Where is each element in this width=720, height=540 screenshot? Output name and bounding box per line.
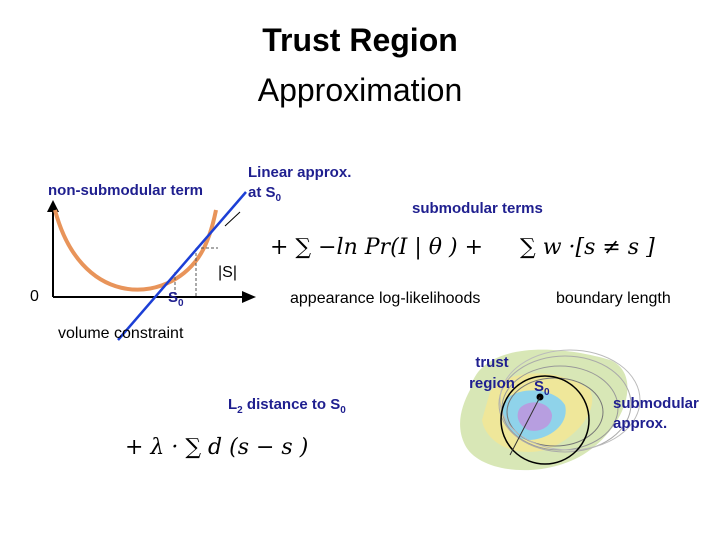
- slide-subtitle: Approximation: [257, 72, 463, 108]
- linear-approx-pointer: [224, 211, 241, 227]
- abs-s-label: |S|: [218, 264, 237, 281]
- trust-region-label-line2: region: [469, 375, 515, 392]
- boundary-label: boundary length: [556, 290, 671, 307]
- x-axis-arrow: [242, 291, 256, 303]
- non-submodular-term-label: non-submodular term: [48, 182, 204, 199]
- non-submodular-curve: [53, 209, 218, 292]
- appearance-label: appearance log-likelihoods: [290, 290, 481, 307]
- l2-distance-label: L2 distance to S0: [228, 396, 346, 416]
- s0-label: S0: [168, 289, 184, 309]
- trust-region-map: [460, 349, 641, 471]
- volume-constraint-label: volume constraint: [58, 325, 184, 342]
- linear-approx-label-line2: at S0: [248, 184, 282, 204]
- submodular-approx-label-line1: submodular: [613, 395, 699, 412]
- submodular-approx-label-line2: approx.: [613, 415, 668, 432]
- map-s0-label: S0: [534, 378, 550, 398]
- trust-region-label-line1: trust: [475, 354, 509, 371]
- linear-approx-label-line1: Linear approx.: [248, 164, 352, 181]
- origin-label: 0: [30, 288, 39, 305]
- y-axis-arrow: [47, 200, 59, 212]
- appearance-formula: + ∑ −ln Pr(I | θ ) +: [270, 235, 483, 260]
- boundary-formula: ∑ w ·[s ≠ s ]: [520, 235, 655, 260]
- submodular-terms-label: submodular terms: [412, 200, 543, 217]
- volume-formula: + λ · ∑ d (s − s ): [125, 435, 309, 460]
- linear-approx-line: [117, 191, 247, 341]
- slide-title: Trust Region: [262, 22, 458, 58]
